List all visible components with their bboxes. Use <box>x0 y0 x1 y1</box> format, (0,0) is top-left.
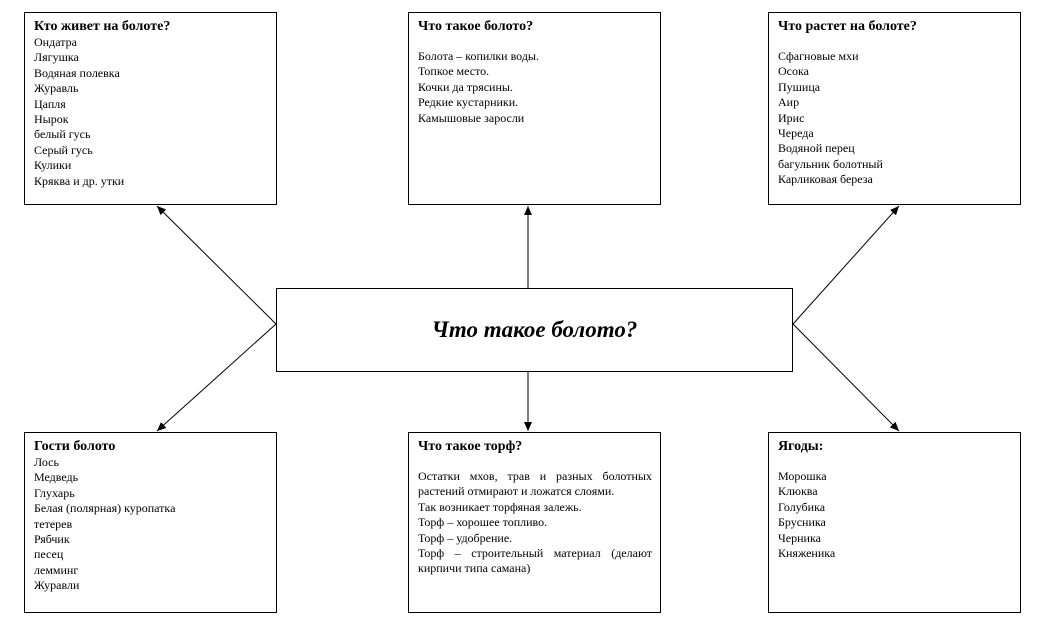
list-item: Торф – строительный материал (делают кир… <box>418 546 652 576</box>
list-item: Черника <box>778 530 821 545</box>
box-who-lives: Кто живет на болоте? Ондатра Лягушка Вод… <box>24 12 277 205</box>
arrow-to-guests <box>156 323 277 432</box>
list-item: Цапля <box>34 96 66 111</box>
box-what-grows: Что растет на болоте? Сфагновые мхи Осок… <box>768 12 1021 205</box>
list-item: Болота – копилки воды. <box>418 49 539 63</box>
box-peat-list: Остатки мхов, трав и разных болотных рас… <box>418 469 652 577</box>
list-item: белый гусь <box>34 127 91 142</box>
arrow-to-berries <box>792 323 900 432</box>
box-who-lives-list: Ондатра Лягушка Водяная полевка Журавль … <box>34 35 268 189</box>
list-item: Аир <box>778 95 800 110</box>
list-item: Нырок <box>34 112 69 127</box>
list-item: Брусника <box>778 515 826 530</box>
list-item: тетерев <box>34 516 73 531</box>
list-item: Торф – удобрение. <box>418 530 513 545</box>
arrow-to-what-grows <box>792 205 900 325</box>
list-item: Осока <box>778 64 809 79</box>
center-title: Что такое болото? <box>431 317 638 342</box>
list-item: Карликовая береза <box>778 172 873 187</box>
list-item: Журавль <box>34 81 79 96</box>
list-item: багульник болотный <box>778 156 883 171</box>
list-item: песец <box>34 547 64 562</box>
box-what-grows-list: Сфагновые мхи Осока Пушица Аир Ирис Чере… <box>778 49 1012 188</box>
list-item: Княженика <box>778 546 836 561</box>
list-item: Клюква <box>778 484 818 499</box>
arrow-to-who-lives <box>156 205 277 325</box>
list-item: Лягушка <box>34 50 79 65</box>
list-item: Лось <box>34 455 59 469</box>
list-item: Так возникает торфяная залежь. <box>418 499 582 514</box>
center-box: Что такое болото? <box>276 288 793 372</box>
list-item: Ондатра <box>34 35 77 49</box>
list-item: Водяной перец <box>778 141 855 156</box>
box-berries-list: Морошка Клюква Голубика Брусника Черника… <box>778 469 1012 561</box>
list-item: Сфагновые мхи <box>778 49 859 63</box>
box-what-grows-title: Что растет на болоте? <box>778 19 917 34</box>
box-who-lives-title: Кто живет на болоте? <box>34 19 171 34</box>
list-item: Кулики <box>34 158 72 173</box>
box-guests-title: Гости болото <box>34 439 116 454</box>
list-item: Медведь <box>34 470 79 485</box>
box-what-is: Что такое болото? Болота – копилки воды.… <box>408 12 661 205</box>
list-item: Серый гусь <box>34 142 93 157</box>
list-item: Глухарь <box>34 485 75 500</box>
list-item: Топкое место. <box>418 64 490 79</box>
box-peat-title: Что такое торф? <box>418 439 523 454</box>
list-item: Кочки да трясины. <box>418 79 513 94</box>
list-item: Рябчик <box>34 532 70 547</box>
box-what-is-title: Что такое болото? <box>418 19 534 34</box>
list-item: Голубика <box>778 499 826 514</box>
box-berries-title: Ягоды: <box>778 439 824 454</box>
box-berries: Ягоды: Морошка Клюква Голубика Брусника … <box>768 432 1021 613</box>
box-peat: Что такое торф? Остатки мхов, трав и раз… <box>408 432 661 613</box>
list-item: Редкие кустарники. <box>418 95 519 110</box>
list-item: Морошка <box>778 469 827 483</box>
list-item: Белая (полярная) куропатка <box>34 501 176 516</box>
list-item: Журавли <box>34 578 80 593</box>
list-item: Торф – хорошее топливо. <box>418 515 548 530</box>
list-item: Ирис <box>778 110 805 125</box>
box-guests-list: Лось Медведь Глухарь Белая (полярная) ку… <box>34 455 268 594</box>
list-item: Водяная полевка <box>34 65 120 80</box>
list-item: Пушица <box>778 79 821 94</box>
box-guests: Гости болото Лось Медведь Глухарь Белая … <box>24 432 277 613</box>
list-item: Камышовые заросли <box>418 110 525 125</box>
list-item: Кряква и др. утки <box>34 173 125 188</box>
list-item: Череда <box>778 126 814 141</box>
box-what-is-list: Болота – копилки воды. Топкое место. Коч… <box>418 49 652 126</box>
list-item: лемминг <box>34 562 79 577</box>
list-item: Остатки мхов, трав и разных болотных рас… <box>418 469 652 499</box>
